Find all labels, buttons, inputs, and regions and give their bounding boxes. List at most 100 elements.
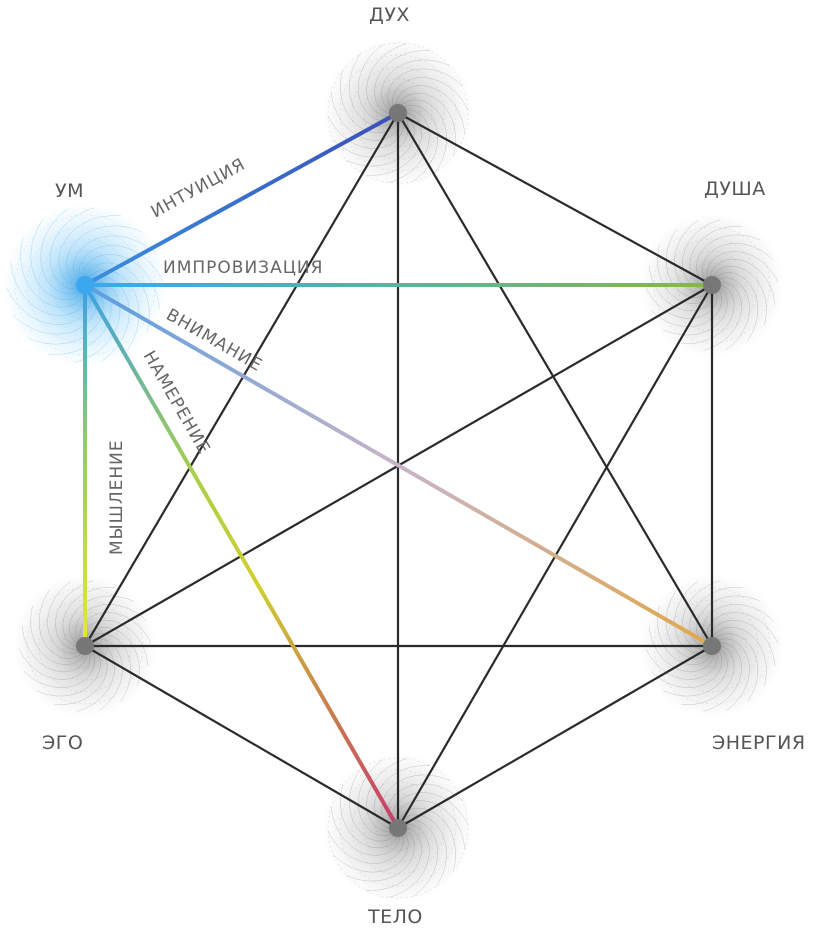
halo-ring: [339, 769, 457, 887]
spiral-stroke: [55, 580, 94, 650]
label-thinking: МЫШЛЕНИЕ: [107, 439, 127, 555]
spiral-stroke: [327, 827, 404, 864]
spiral-stroke: [648, 265, 715, 311]
spiral-stroke: [703, 281, 742, 351]
edge-intuition: [83, 111, 400, 287]
spiral-stroke: [663, 645, 728, 697]
spiral-stroke: [69, 595, 134, 647]
edge-energia-telo: [397, 645, 713, 829]
dot-um: [76, 276, 94, 294]
spiral-stroke: [711, 272, 758, 341]
halo-ring: [689, 262, 735, 308]
spiral-stroke: [388, 824, 430, 898]
spiral-stroke: [365, 111, 422, 176]
spiral-stroke: [681, 644, 735, 706]
spiral-stroke: [330, 91, 401, 141]
spiral-stroke: [395, 800, 466, 850]
spiral-stroke: [650, 645, 722, 688]
spiral-stroke: [358, 759, 399, 836]
dot-telo: [389, 819, 407, 837]
spiral-stroke: [709, 620, 776, 666]
node-label-um: УМ: [55, 180, 84, 202]
spiral-stroke: [73, 235, 158, 286]
node-dots: [76, 104, 721, 837]
halo-ring: [665, 238, 759, 332]
edge-dukh-dusha: [397, 112, 713, 286]
spiral-stroke: [84, 638, 123, 711]
spiral-stroke: [58, 215, 122, 287]
spiral-stroke: [333, 827, 409, 873]
spiral-stroke: [397, 105, 438, 182]
spiral-stroke: [374, 765, 431, 830]
spiral-stroke: [349, 768, 399, 842]
spiral-stroke: [663, 284, 728, 336]
spiral-stroke: [645, 645, 718, 680]
spiral-stroke: [645, 284, 718, 319]
spiral-stroke: [340, 785, 399, 849]
label-improvisation: ИМПРОВИЗАЦИЯ: [163, 258, 323, 278]
spiral-stroke: [648, 626, 715, 672]
spiral-stroke: [365, 826, 422, 891]
spiral-stroke: [23, 645, 95, 688]
edge-intention: [83, 283, 400, 830]
spiral-stroke: [346, 112, 415, 167]
spiral-stroke: [397, 820, 438, 897]
halo-ring: [375, 805, 421, 851]
spiral-stroke: [30, 605, 86, 665]
halo-ring: [327, 757, 469, 899]
dot-dukh: [389, 104, 407, 122]
edge-ego-telo: [84, 645, 399, 829]
colored-edges: [83, 111, 714, 830]
spiral-stroke: [39, 590, 86, 659]
spiral-stroke: [78, 245, 164, 286]
spiral-stroke: [711, 627, 767, 687]
spiral-stroke: [374, 50, 431, 115]
label-intuition: ИНТУИЦИЯ: [148, 154, 249, 222]
spiral-stroke: [381, 59, 450, 114]
spiral-stroke: [381, 774, 450, 829]
spiral-stroke: [711, 638, 750, 711]
halo-ring: [689, 623, 735, 669]
dark-edges: [84, 112, 714, 829]
spiral-stroke: [84, 270, 140, 351]
spiral-stroke: [82, 254, 160, 309]
dot-dusha: [703, 276, 721, 294]
spiral-stroke: [40, 208, 86, 294]
spiral-stroke: [703, 642, 742, 712]
node-label-ego: ЭГО: [42, 732, 84, 754]
spiral-stroke: [49, 207, 96, 290]
spiral-stroke: [397, 99, 447, 173]
halo-ring: [375, 90, 421, 136]
edge-attention: [83, 283, 714, 648]
node-label-dusha: ДУША: [704, 178, 766, 200]
halo-ring: [363, 78, 433, 148]
spiral-stroke: [366, 43, 408, 117]
halo-ring: [327, 42, 469, 184]
spiral-stroke: [681, 283, 735, 345]
spiral-stroke: [674, 581, 713, 654]
spiral-stroke: [66, 225, 143, 286]
spiral-stroke: [47, 581, 86, 654]
spiral-stroke: [36, 645, 101, 697]
spiral-stroke: [392, 77, 469, 114]
spiral-stroke: [397, 92, 456, 156]
spiral-stroke: [711, 266, 767, 326]
dot-energia: [703, 637, 721, 655]
spiral-stroke: [395, 85, 466, 135]
spiral-stroke: [21, 626, 88, 672]
node-label-energia: ЭНЕРГИЯ: [712, 732, 806, 754]
halo-ring: [363, 793, 433, 863]
spiral-stroke: [706, 251, 779, 286]
spiral-stroke: [711, 277, 750, 350]
spiral-stroke: [18, 645, 91, 680]
halo-ring: [351, 66, 445, 160]
node-label-telo: ТЕЛО: [368, 906, 423, 928]
spiral-stroke: [20, 237, 86, 308]
spiral-stroke: [62, 586, 116, 648]
spiral-stroke: [711, 633, 758, 702]
spiral-stroke: [674, 220, 713, 293]
spiral-stroke: [346, 827, 415, 882]
spiral-stroke: [330, 806, 401, 856]
